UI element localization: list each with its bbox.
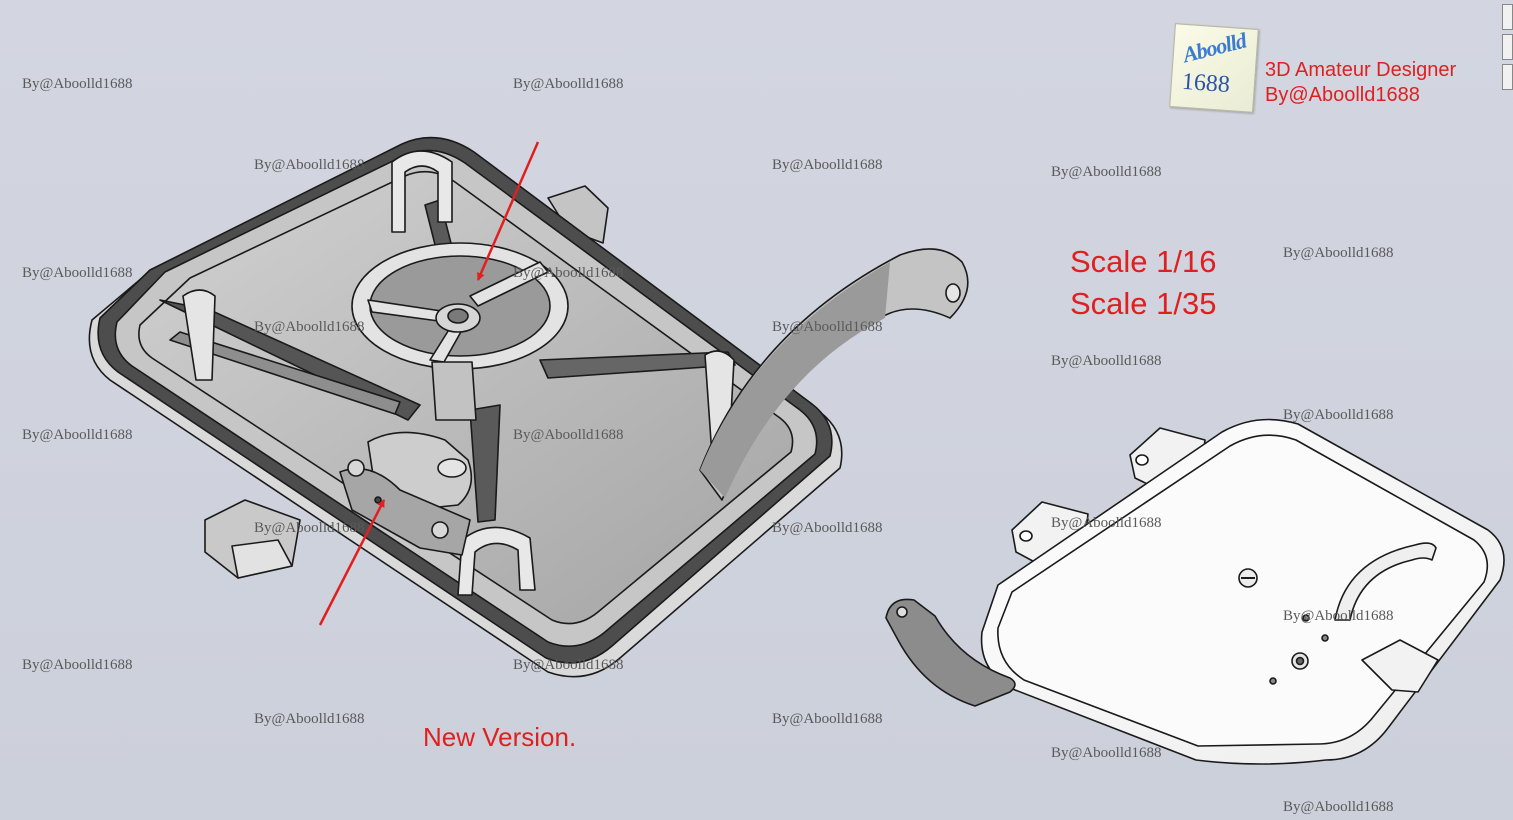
watermark: By@Aboolld1688 — [22, 76, 133, 92]
watermark: By@Aboolld1688 — [1051, 745, 1162, 761]
toolbar-button[interactable] — [1502, 34, 1513, 60]
designer-line-1: 3D Amateur Designer — [1265, 59, 1457, 81]
watermark: By@Aboolld1688 — [513, 265, 624, 281]
watermark: By@Aboolld1688 — [1283, 799, 1394, 815]
watermark: By@Aboolld1688 — [772, 157, 883, 173]
hatch-model-right — [885, 418, 1505, 765]
scale-label-2: Scale 1/35 — [1070, 286, 1217, 321]
watermark: By@Aboolld1688 — [22, 427, 133, 443]
new-version-label: New Version. — [423, 722, 577, 752]
designer-credit: 3D Amateur Designer By@Aboolld1688 — [1265, 58, 1456, 108]
watermark: By@Aboolld1688 — [1283, 608, 1394, 624]
watermark: By@Aboolld1688 — [254, 157, 365, 173]
brand-logo: Aboolld 1688 — [1169, 23, 1259, 113]
arrow-cam-lock — [318, 499, 386, 626]
watermark: By@Aboolld1688 — [1283, 245, 1394, 261]
watermark: By@Aboolld1688 — [254, 711, 365, 727]
watermark: By@Aboolld1688 — [1283, 407, 1394, 423]
watermark: By@Aboolld1688 — [254, 520, 365, 536]
logo-text-bottom: 1688 — [1181, 68, 1231, 99]
logo-text-top: Aboolld — [1180, 27, 1249, 68]
watermark: By@Aboolld1688 — [1051, 515, 1162, 531]
watermark: By@Aboolld1688 — [254, 319, 365, 335]
scale-label-1: Scale 1/16 — [1070, 244, 1217, 279]
watermark: By@Aboolld1688 — [513, 657, 624, 673]
watermark: By@Aboolld1688 — [1051, 353, 1162, 369]
watermark: By@Aboolld1688 — [772, 319, 883, 335]
watermark: By@Aboolld1688 — [513, 427, 624, 443]
watermark: By@Aboolld1688 — [1051, 164, 1162, 180]
watermark: By@Aboolld1688 — [513, 76, 624, 92]
designer-line-2: By@Aboolld1688 — [1265, 84, 1420, 106]
watermark: By@Aboolld1688 — [772, 520, 883, 536]
watermark: By@Aboolld1688 — [22, 265, 133, 281]
toolbar-button[interactable] — [1502, 64, 1513, 90]
toolbar-button[interactable] — [1502, 4, 1513, 30]
watermark: By@Aboolld1688 — [772, 711, 883, 727]
arrow-handwheel — [476, 141, 540, 281]
hatch-model-left — [88, 136, 969, 678]
watermark: By@Aboolld1688 — [22, 657, 133, 673]
